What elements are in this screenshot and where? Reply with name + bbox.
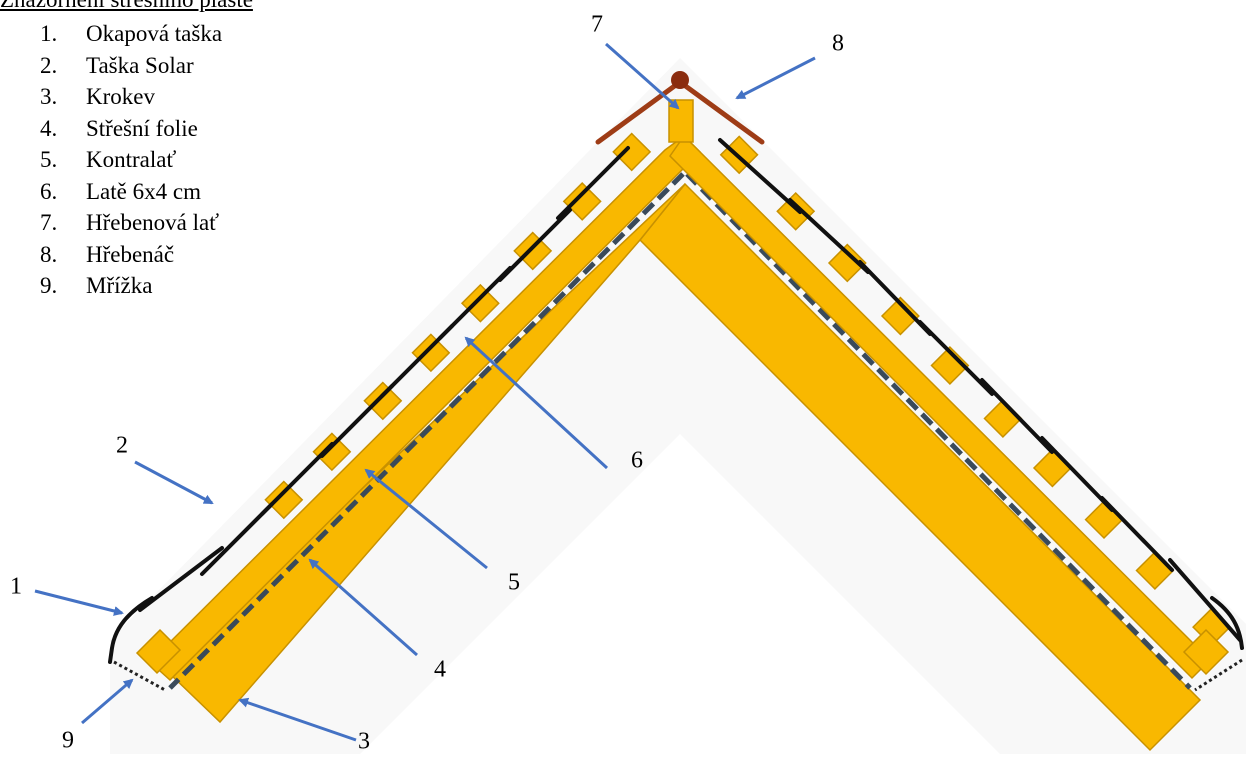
legend-item: 1. Okapová taška [40,18,222,50]
callout-arrow [605,42,680,110]
callout-arrow [238,697,357,742]
legend-item-number: 1. [40,21,58,46]
eave-batten-left [135,628,182,675]
legend-item-label: Mřížka [86,273,153,298]
batten [612,132,652,172]
ridge-cap-left [595,79,683,145]
callout-arrow [134,460,214,505]
callout-label: 3 [358,728,370,755]
callout-arrow [308,558,418,657]
callout-label: 5 [508,569,520,596]
tile-solar [1168,558,1242,642]
tile-solar [556,146,630,220]
legend-item-label: Krokev [86,84,155,109]
callout-label: 2 [116,432,128,459]
eave-batten-right [1182,628,1230,676]
ridge-batten [668,99,694,143]
callout-arrow [364,468,488,570]
legend-item: 7. Hřebenová lať [40,207,222,239]
legend-item: 3. Krokev [40,81,222,113]
callout-label: 4 [434,656,446,683]
legend-item: 8. Hřebenáč [40,239,222,271]
legend-title: Znázornění střešního pláště [0,0,253,13]
tile-solar [718,138,802,214]
legend-item-number: 7. [40,210,58,235]
ridge-cap-knob [671,71,689,89]
legend-item: 9. Mřížka [40,270,222,302]
tile-solar [200,502,274,576]
tile-solar [918,320,994,396]
batten [827,243,867,283]
callout-arrow [735,56,816,100]
tile-solar [138,546,224,612]
tile-solar [788,198,870,274]
tile-solar [1100,496,1174,572]
legend-item-number: 6. [40,178,58,204]
callout-arrow [34,589,124,616]
callout-label: 6 [631,447,643,474]
callout-label: 9 [62,727,74,754]
legend-item: 2. Taška Solar [40,50,222,82]
legend-item-number: 9. [40,273,58,298]
legend-item-label: Taška Solar [86,52,194,78]
batten [930,346,970,385]
backdrop [110,58,1246,754]
legend-list: 1. Okapová taška 2. Taška Solar 3. Krokev 4. St… [40,18,222,302]
legend-item-label: Okapová taška [86,21,223,46]
tile-solar [260,442,334,516]
legend-item-label: Latě 6x4 cm [86,178,201,204]
legend-item: 6. Latě 6x4 cm [40,176,222,208]
legend-item-label: Střešní folie [86,115,198,141]
eave-tile-right [1210,596,1244,650]
callout-label: 8 [832,30,844,57]
legend-item-label: Hřebenová lať [86,210,220,235]
legend-item-label: Hřebenáč [86,241,175,267]
callout-label: 7 [591,11,603,38]
legend-item-number: 8. [40,241,58,267]
legend-item-number: 3. [40,84,58,109]
callout-arrow [81,678,134,725]
legend-item-number: 4. [40,115,58,141]
legend-item-label: Kontralať [86,147,177,172]
ridge-cap-right [677,79,765,145]
callout-label: 1 [10,573,22,600]
batten [880,296,920,336]
mesh-left [113,660,166,692]
membrane-right [685,172,1192,690]
legend-item-number: 5. [40,147,58,172]
counter-batten-right [669,134,1212,680]
tile-solar [980,378,1054,454]
callout-arrow [464,336,609,470]
eave-tile-left [108,596,154,664]
legend-item: 5. Kontralať [40,144,222,176]
tile-solar [380,324,454,398]
legend-item: 4. Střešní folie [40,113,222,145]
membrane-left [168,172,685,690]
legend-item-number: 2. [40,52,58,78]
